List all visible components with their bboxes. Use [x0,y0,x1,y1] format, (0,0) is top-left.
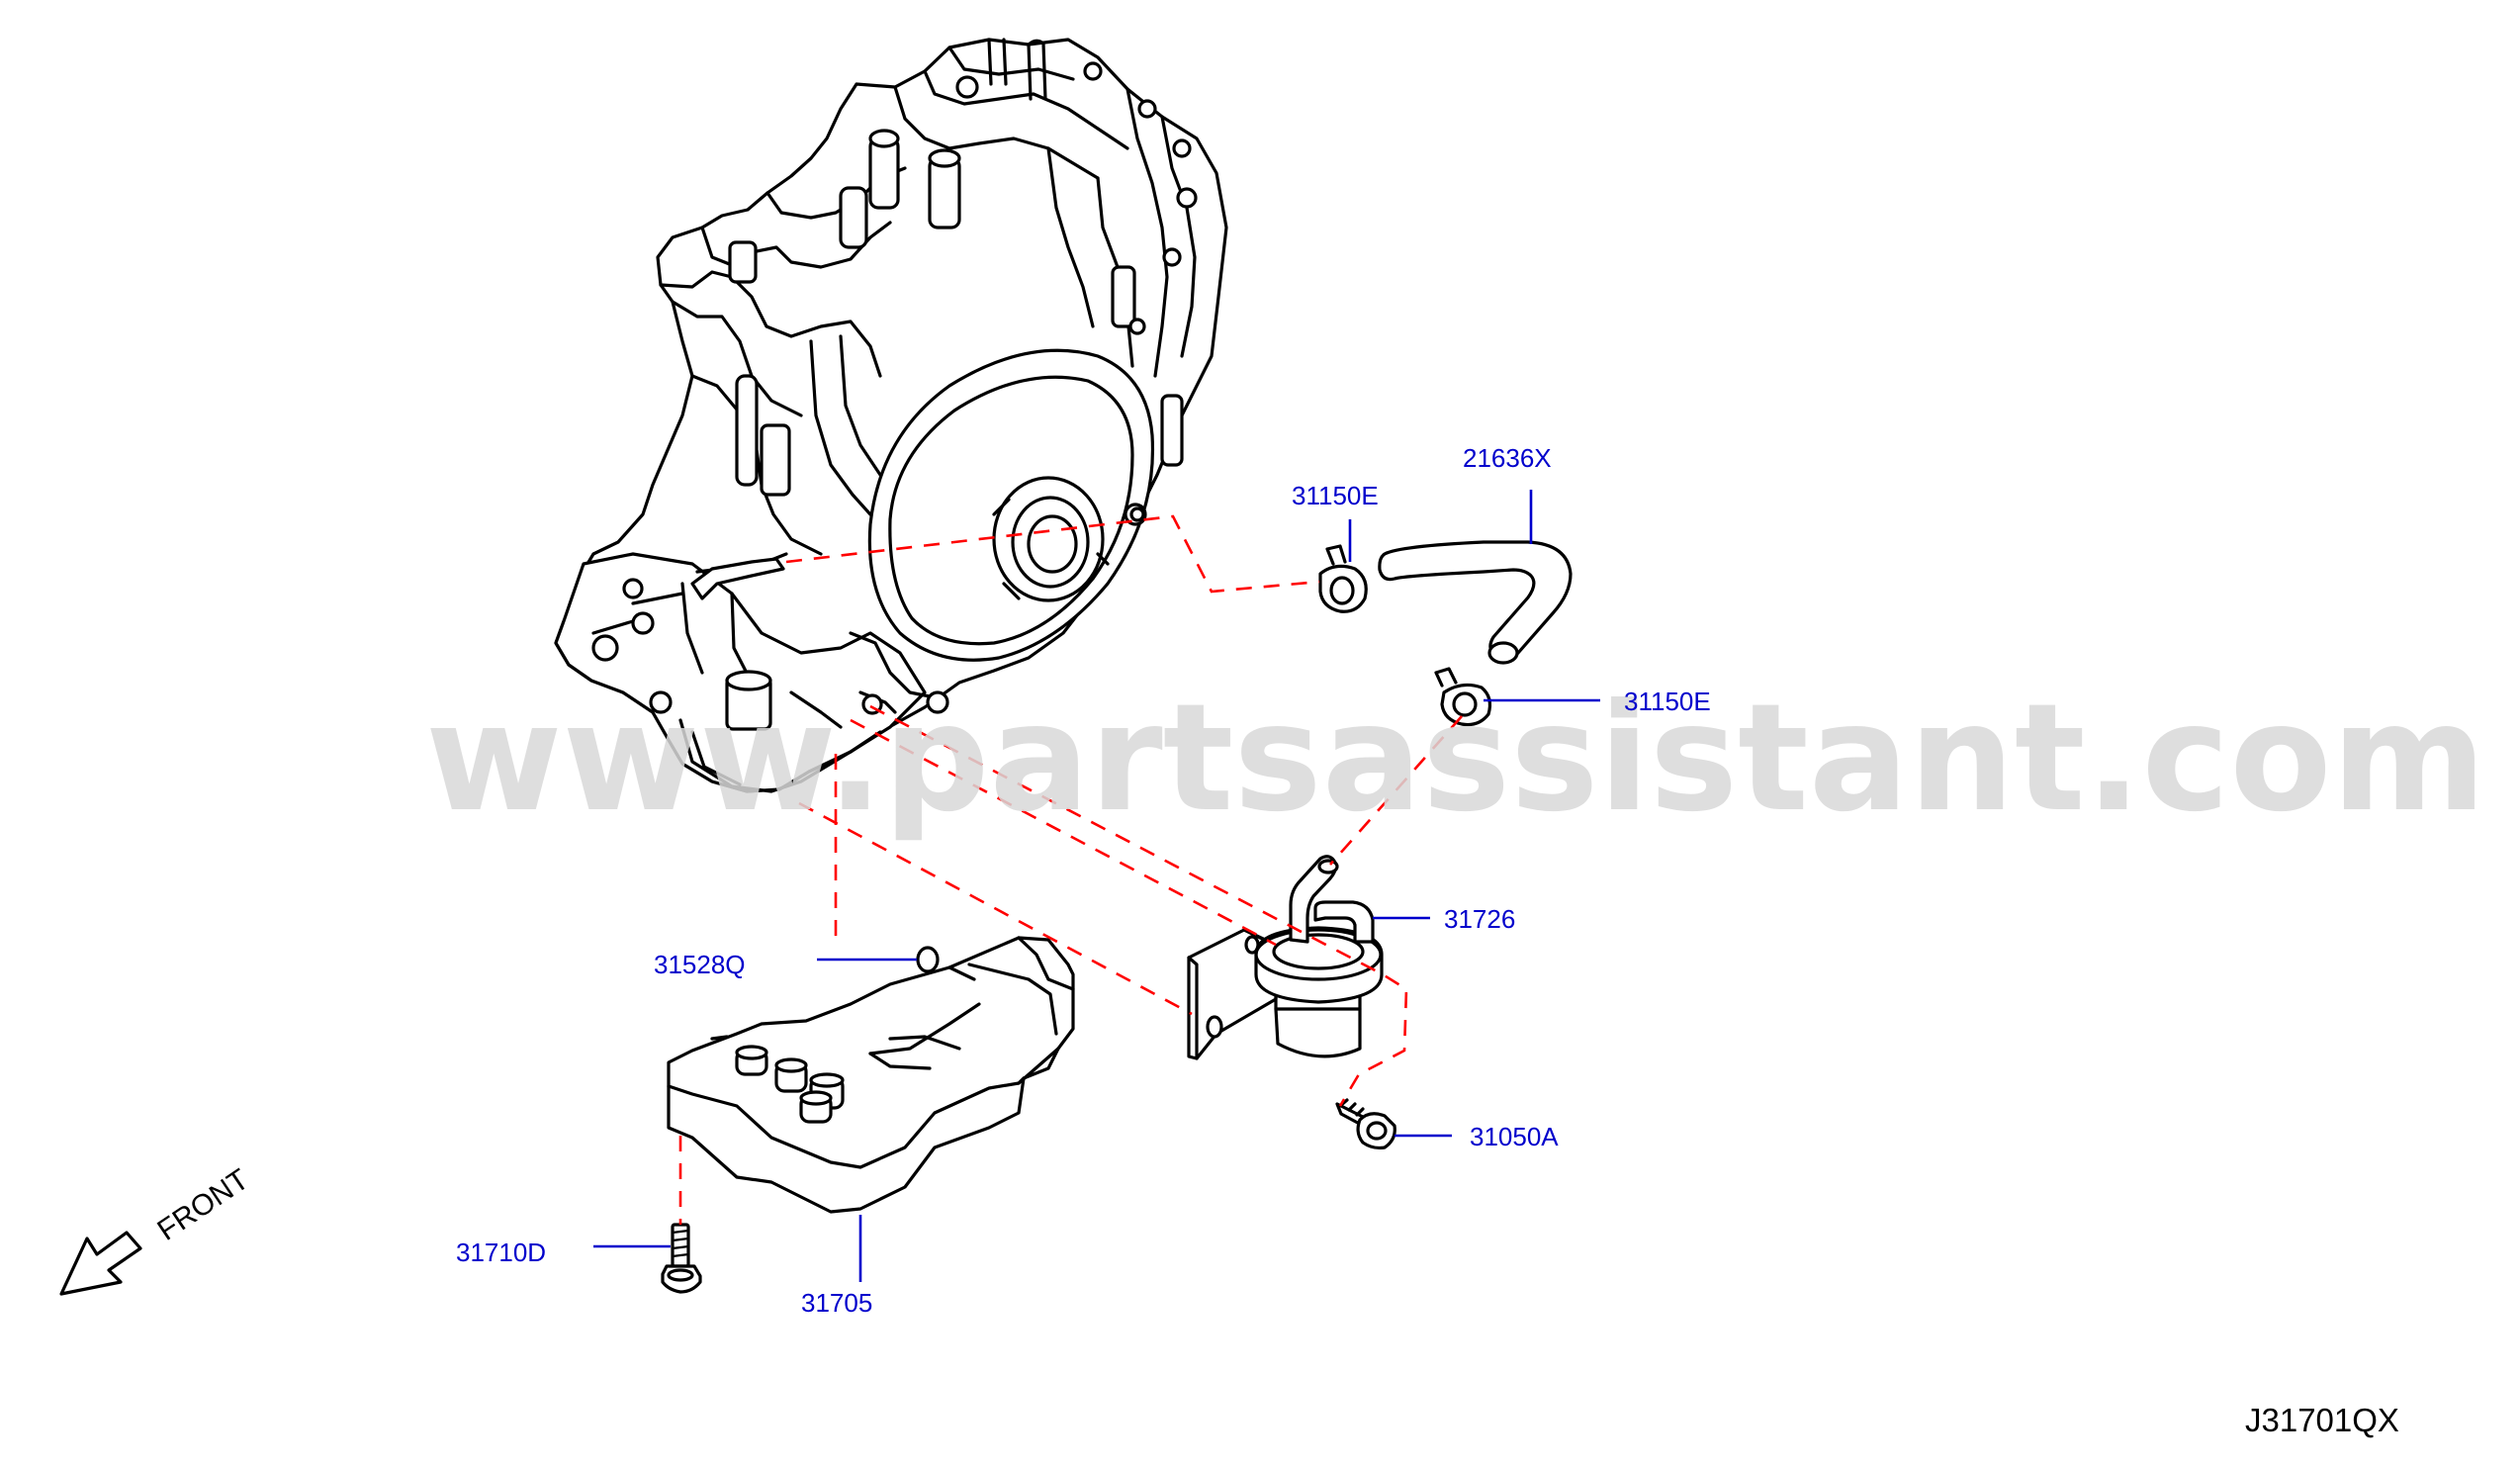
clamp-lower [1434,667,1492,727]
bolt-31710d [661,1223,702,1294]
clamp-upper [1318,544,1368,613]
oring-31528q [916,946,940,973]
watermark: www.partsassistant.com [425,673,2486,845]
dashed-leaders [678,514,1463,1225]
part-label-31726[interactable]: 31726 [1444,904,1515,934]
part-label-31150e-upper[interactable]: 31150E [1292,481,1379,510]
transmission-assembly [554,38,1228,793]
hose-21636x [1378,540,1573,663]
part-label-31050a[interactable]: 31050A [1470,1122,1559,1151]
front-label: FRONT [151,1163,254,1247]
part-label-31705[interactable]: 31705 [801,1288,872,1318]
diagram-code: J31701QX [2245,1402,2399,1438]
bolt-31050a [1335,1098,1396,1150]
oil-filter-31726 [1187,855,1384,1060]
label-leaders [593,490,1600,1282]
front-arrow-icon [59,1231,142,1296]
part-label-31528q[interactable]: 31528Q [654,950,746,979]
part-label-21636x[interactable]: 21636X [1463,443,1552,473]
oil-strainer-31705 [667,936,1075,1214]
part-label-31150e-lower[interactable]: 31150E [1624,687,1711,716]
part-label-31710d[interactable]: 31710D [456,1238,546,1267]
hose-end [1487,641,1519,665]
